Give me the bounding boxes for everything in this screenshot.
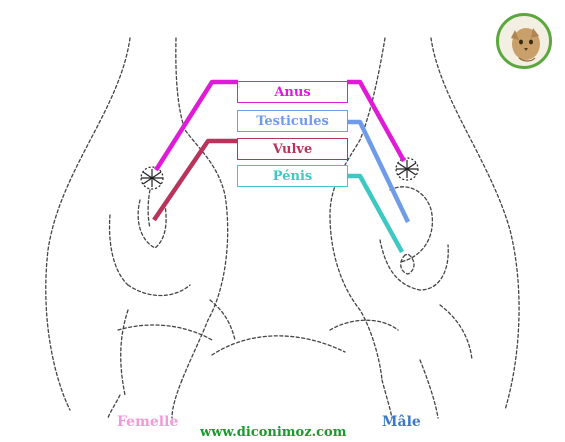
anus-leader-male (347, 79, 406, 163)
caption-website[interactable]: www.diconimoz.com (200, 425, 347, 440)
male-outline (329, 37, 520, 419)
label-testicules-text: Testicules (256, 113, 329, 129)
female-outline (45, 37, 236, 419)
label-vulve-text: Vulve (272, 141, 313, 157)
label-testicules: Testicules (237, 110, 348, 132)
label-anus-text: Anus (274, 84, 311, 100)
caption-female: Femelle (117, 414, 179, 430)
caption-male: Mâle (382, 414, 421, 430)
male-anus-marker (395, 157, 419, 181)
anus-leader-female (154, 79, 238, 172)
vulve-leader (152, 138, 238, 222)
cat-head-icon (496, 13, 552, 69)
label-anus: Anus (237, 81, 348, 103)
label-vulve: Vulve (237, 138, 348, 160)
penis-leader (347, 173, 404, 254)
female-anus-marker (140, 166, 164, 190)
center-outline (211, 335, 346, 356)
label-penis-text: Pénis (272, 168, 313, 184)
testicules-leader (347, 119, 411, 223)
label-penis: Pénis (237, 165, 348, 187)
